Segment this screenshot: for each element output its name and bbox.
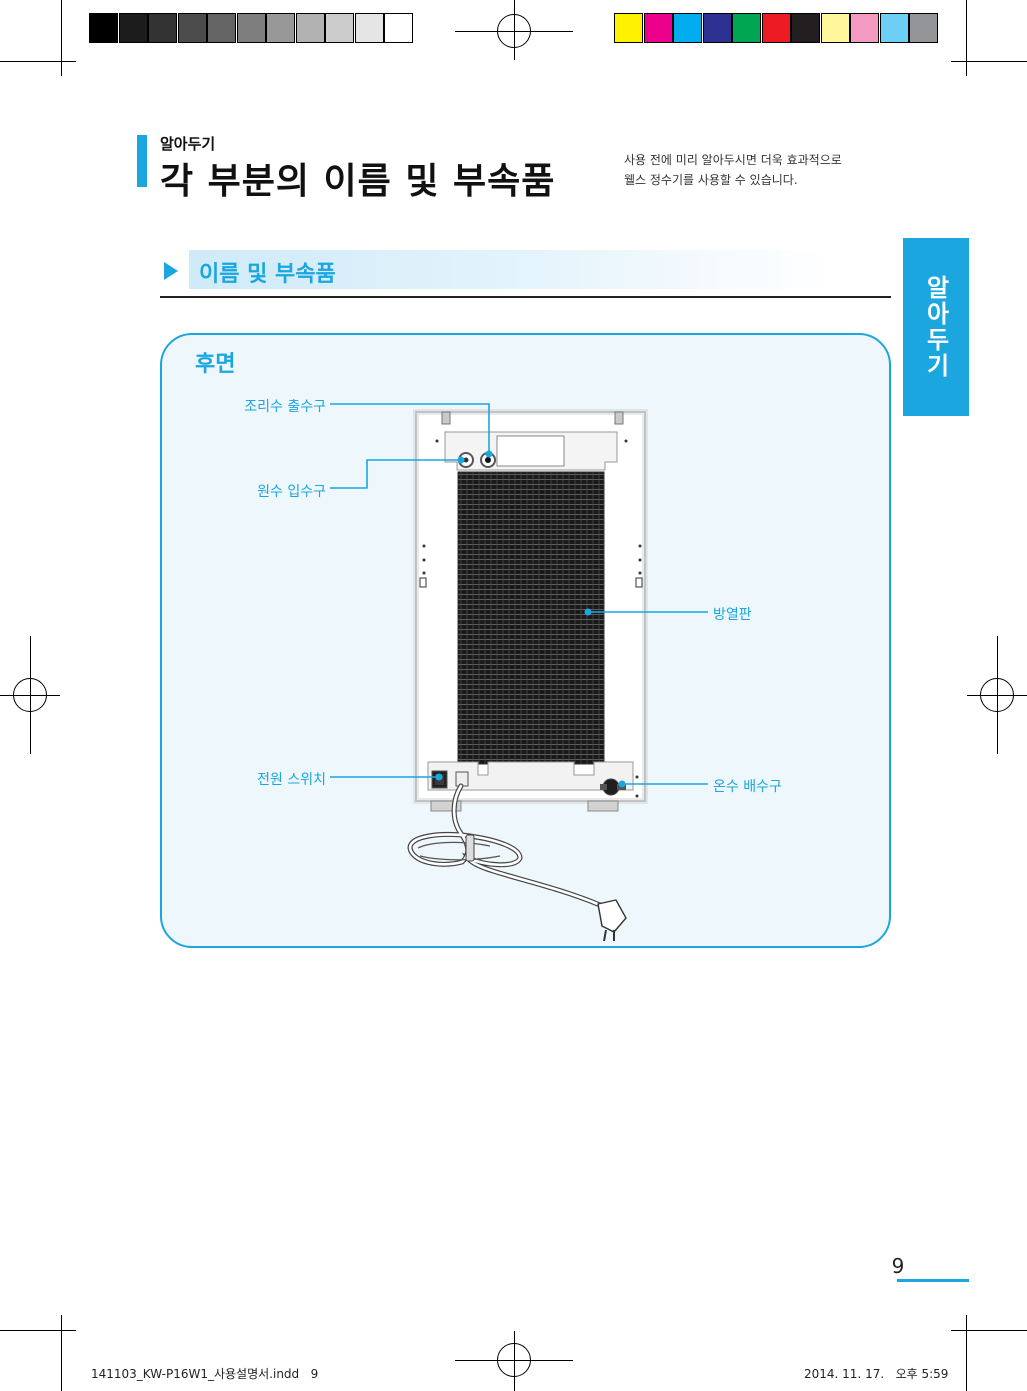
power-plug-icon bbox=[597, 899, 627, 942]
callout-heat-radiator: 방열판 bbox=[713, 607, 752, 623]
section-heading-band bbox=[189, 250, 829, 289]
page-number-rule bbox=[897, 1279, 969, 1282]
page-title: 각 부분의 이름 및 부속품 bbox=[160, 161, 556, 202]
crop-mark-br-h bbox=[951, 1330, 1027, 1331]
crop-mark-bl-v bbox=[61, 1315, 62, 1391]
color-swatch bbox=[732, 13, 761, 43]
crop-mark-tr-h bbox=[951, 61, 1027, 62]
callout-cooking-outlet: 조리수 출수구 bbox=[244, 399, 326, 415]
intro-text: 사용 전에 미리 알아두시면 더욱 효과적으로 웰스 정수기를 사용할 수 있습… bbox=[624, 150, 884, 190]
callout-raw-water-inlet: 원수 입수구 bbox=[257, 484, 326, 500]
heat-radiator-grill bbox=[457, 471, 605, 765]
footer-timestamp: 2014. 11. 17. 오후 5:59 bbox=[804, 1367, 949, 1381]
color-swatch bbox=[118, 13, 148, 43]
color-swatch bbox=[384, 13, 413, 43]
color-swatch bbox=[820, 13, 850, 43]
chapter-label: 알아두기 bbox=[160, 135, 216, 153]
crop-mark-br-v bbox=[966, 1315, 967, 1391]
color-swatch bbox=[354, 13, 384, 43]
intro-line-2: 웰스 정수기를 사용할 수 있습니다. bbox=[624, 173, 798, 187]
chapter-side-tab: 알아두기 bbox=[903, 238, 969, 416]
color-swatch bbox=[325, 13, 354, 43]
color-swatch bbox=[148, 13, 177, 43]
intro-line-1: 사용 전에 미리 알아두시면 더욱 효과적으로 bbox=[624, 153, 842, 167]
crop-mark-tl-v bbox=[61, 0, 62, 76]
crop-mark-tr-v bbox=[966, 0, 967, 76]
color-swatch bbox=[295, 13, 325, 43]
color-swatch bbox=[89, 13, 118, 43]
panel-title: 후면 bbox=[195, 352, 236, 377]
crop-mark-bl-h bbox=[0, 1330, 76, 1331]
color-swatch bbox=[177, 13, 207, 43]
water-purifier-rear-illustration bbox=[407, 409, 648, 942]
section-arrow-icon bbox=[164, 262, 178, 280]
color-swatch bbox=[236, 13, 266, 43]
color-swatch bbox=[614, 13, 643, 43]
color-swatch bbox=[761, 13, 791, 43]
section-title: 이름 및 부속품 bbox=[199, 262, 336, 287]
color-swatch bbox=[879, 13, 909, 43]
color-swatch bbox=[909, 13, 938, 43]
crop-mark-tl-h bbox=[0, 61, 76, 62]
color-swatch bbox=[643, 13, 673, 43]
chapter-side-tab-label: 알아두기 bbox=[921, 275, 950, 379]
title-accent-bar bbox=[137, 135, 147, 187]
callout-leader-lines bbox=[330, 403, 708, 788]
color-swatch bbox=[207, 13, 236, 43]
color-swatch bbox=[791, 13, 820, 43]
callout-hot-water-drain: 온수 배수구 bbox=[713, 779, 782, 795]
color-swatch bbox=[673, 13, 702, 43]
section-divider bbox=[160, 296, 891, 298]
page-number: 9 bbox=[891, 1254, 905, 1278]
callout-power-switch: 전원 스위치 bbox=[257, 772, 326, 788]
color-swatch bbox=[702, 13, 732, 43]
color-swatch bbox=[266, 13, 295, 43]
footer-file-name: 141103_KW-P16W1_사용설명서.indd 9 bbox=[91, 1367, 319, 1381]
rear-label-window bbox=[496, 435, 565, 467]
color-swatch bbox=[850, 13, 879, 43]
